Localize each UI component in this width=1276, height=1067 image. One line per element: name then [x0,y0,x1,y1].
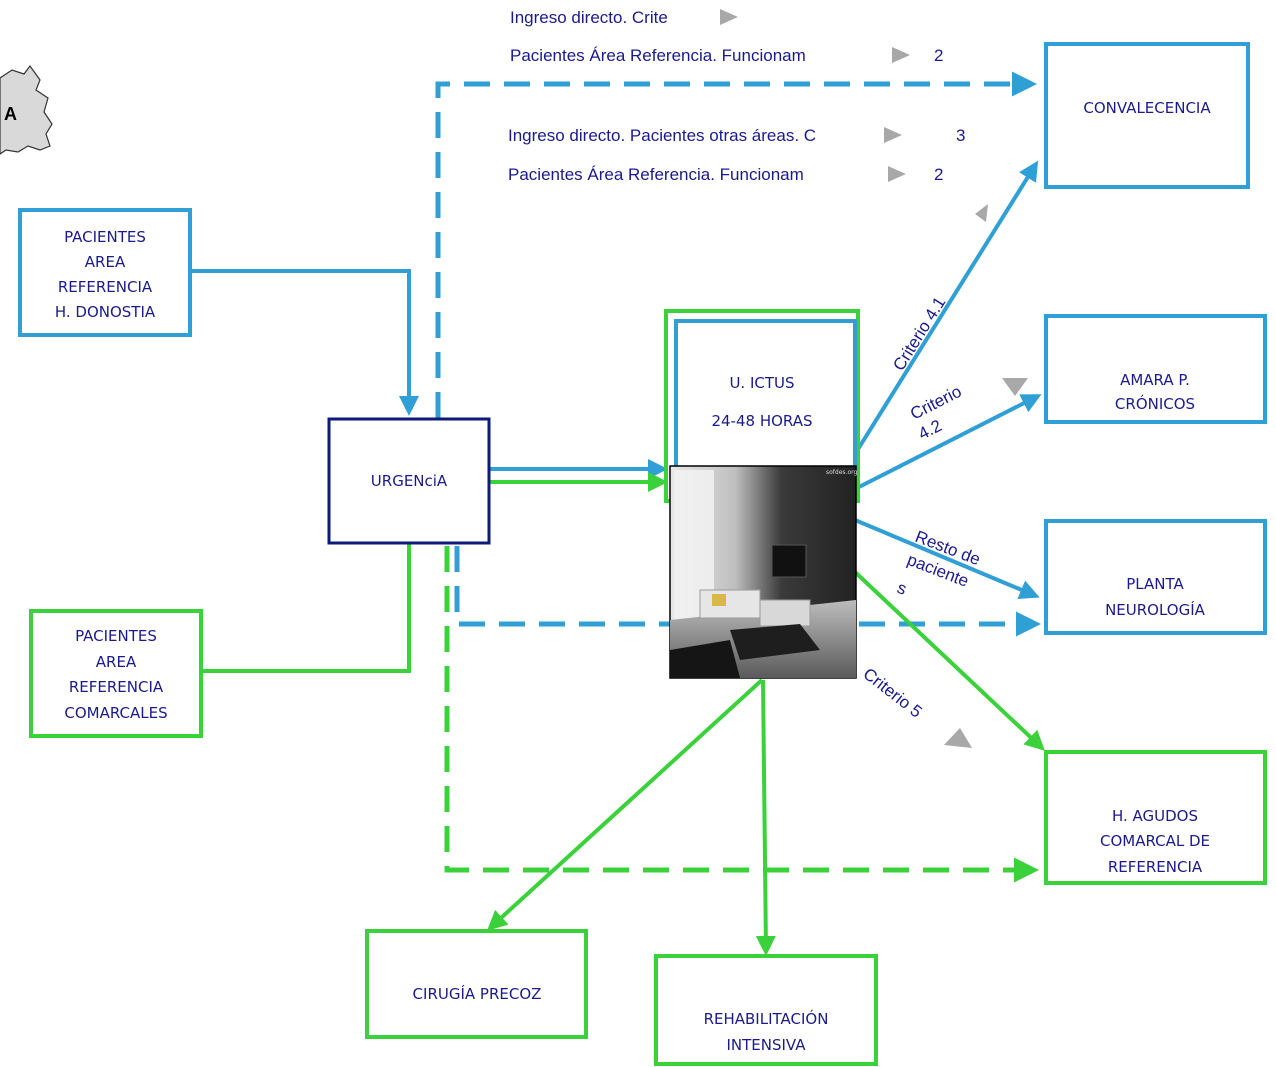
logo-letter: A [4,104,17,124]
solid-connectors [192,160,1045,956]
cirugia-label: CIRUGÍA PRECOZ [413,984,542,1003]
note-1: Ingreso directo. Crite [510,8,668,27]
donostia-line-4: H. DONOSTIA [55,303,156,321]
criterio-4-1-label: Criterio 4.1 [889,294,949,375]
comarcales-line-2: AREA [96,653,137,671]
rehab-line-1: REHABILITACIÓN [704,1009,829,1028]
rehab-line-2: INTENSIVA [726,1036,806,1054]
marker-amara [1002,378,1028,396]
photo-watermark: sofdes.org [826,469,857,476]
arrow-ictus-to-cirugia [487,678,764,931]
note-3: Ingreso directo. Pacientes otras áreas. … [508,126,816,145]
dashed-urgencia-to-agudos [444,546,1039,883]
interior-photo: sofdes.org [669,465,857,679]
arrow-ictus-to-neurologia [854,518,1040,600]
box-urgencia: URGENciA [327,417,491,545]
neurologia-line-2: NEUROLOGÍA [1105,600,1206,619]
comarcales-line-3: REFERENCIA [69,678,164,696]
note-4: Pacientes Área Referencia. Funcionam [508,165,804,184]
region-logo: A [0,64,53,155]
box-convalecencia: CONVALECENCIA [1044,42,1250,189]
arrow-ictus-to-convalecencia [853,160,1039,456]
resto-label-3: s [895,578,910,599]
amara-line-1: AMARA P. [1120,371,1190,389]
marker-agudos [944,728,972,748]
criteria-labels: Criterio 4.1 Criterio 4.2 Resto de pacie… [860,294,983,722]
criteria-markers [944,204,1028,748]
ictus-line-1: U. ICTUS [729,374,794,392]
arrow-ictus-to-rehab [755,679,776,956]
note-4-suffix: 2 [934,165,943,184]
box-comarcales: PACIENTES AREA REFERENCIA COMARCALES [29,609,203,738]
arrow-donostia-to-urgencia [192,269,419,416]
box-neurologia: PLANTA NEUROLOGÍA [1044,519,1267,635]
box-rehab: REHABILITACIÓN INTENSIVA [654,954,878,1066]
agudos-line-1: H. AGUDOS [1112,807,1198,825]
donostia-line-3: REFERENCIA [58,278,153,296]
arrow-ictus-to-amara [856,394,1042,490]
comarcales-line-4: COMARCALES [64,704,167,722]
amara-line-2: CRÓNICOS [1115,394,1195,413]
note-3-suffix: 3 [956,126,965,145]
agudos-line-3: REFERENCIA [1108,858,1203,876]
marker-convalecencia [975,204,988,222]
arrow-comarcales-to-urgencia [202,524,419,673]
note-4-marker [888,166,906,182]
box-donostia: PACIENTES AREA REFERENCIA H. DONOSTIA [18,208,192,337]
arrow-ictus-to-agudos [853,570,1045,751]
box-amara: AMARA P. CRÓNICOS [1044,314,1267,424]
criterio-5-label: Criterio 5 [860,664,926,721]
note-2-marker [892,47,910,63]
convalecencia-label: CONVALECENCIA [1083,99,1211,117]
neurologia-line-1: PLANTA [1126,575,1184,593]
donostia-line-1: PACIENTES [64,228,146,246]
agudos-line-2: COMARCAL DE [1100,832,1210,850]
donostia-line-2: AREA [85,253,126,271]
note-3-marker [884,127,902,143]
dashed-urgencia-to-convalecencia [435,71,1037,418]
note-1-marker [720,9,738,25]
box-agudos: H. AGUDOS COMARCAL DE REFERENCIA [1044,750,1267,885]
urgencia-label: URGENciA [371,472,448,490]
note-2-suffix: 2 [934,46,943,65]
notes: Ingreso directo. Crite Pacientes Área Re… [508,8,965,184]
note-2: Pacientes Área Referencia. Funcionam [510,46,806,65]
ictus-line-2: 24-48 HORAS [711,412,812,430]
box-cirugia: CIRUGÍA PRECOZ [365,929,588,1039]
comarcales-line-1: PACIENTES [75,627,157,645]
